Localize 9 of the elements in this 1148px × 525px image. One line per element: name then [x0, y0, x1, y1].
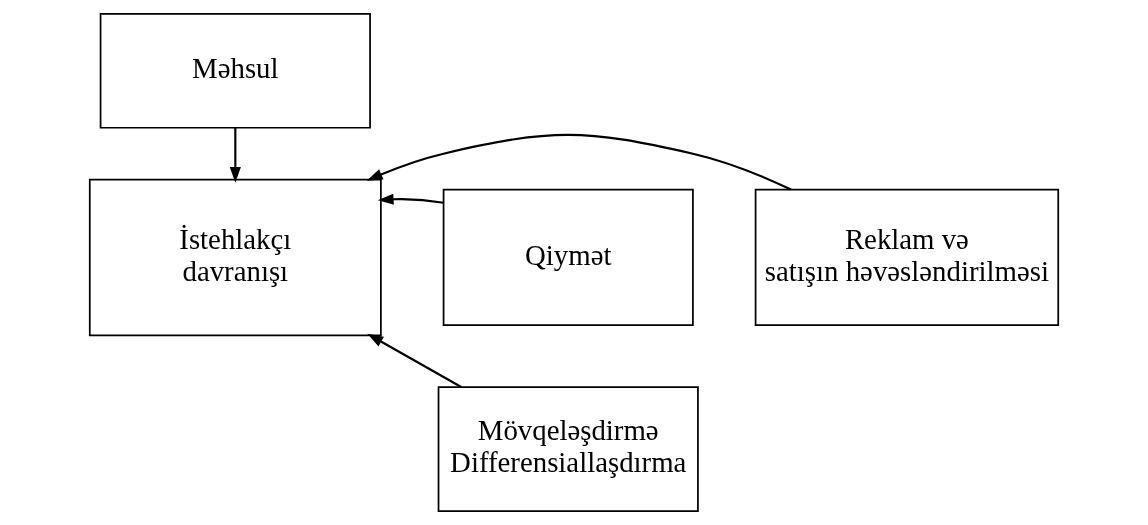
node-box: Mövqeləşdirmə Differensiallaşdırma [437, 386, 699, 512]
arrow [229, 127, 241, 183]
arrow [377, 193, 444, 205]
arrow [366, 133, 792, 191]
node-box: Reklam və satışın həvəsləndirilməsi [754, 188, 1060, 327]
node-box: Qiymət [442, 188, 694, 327]
node-box: Məhsul [99, 13, 371, 129]
arrow [367, 333, 462, 388]
node-box: İstehlakçı davranışı [88, 178, 382, 337]
